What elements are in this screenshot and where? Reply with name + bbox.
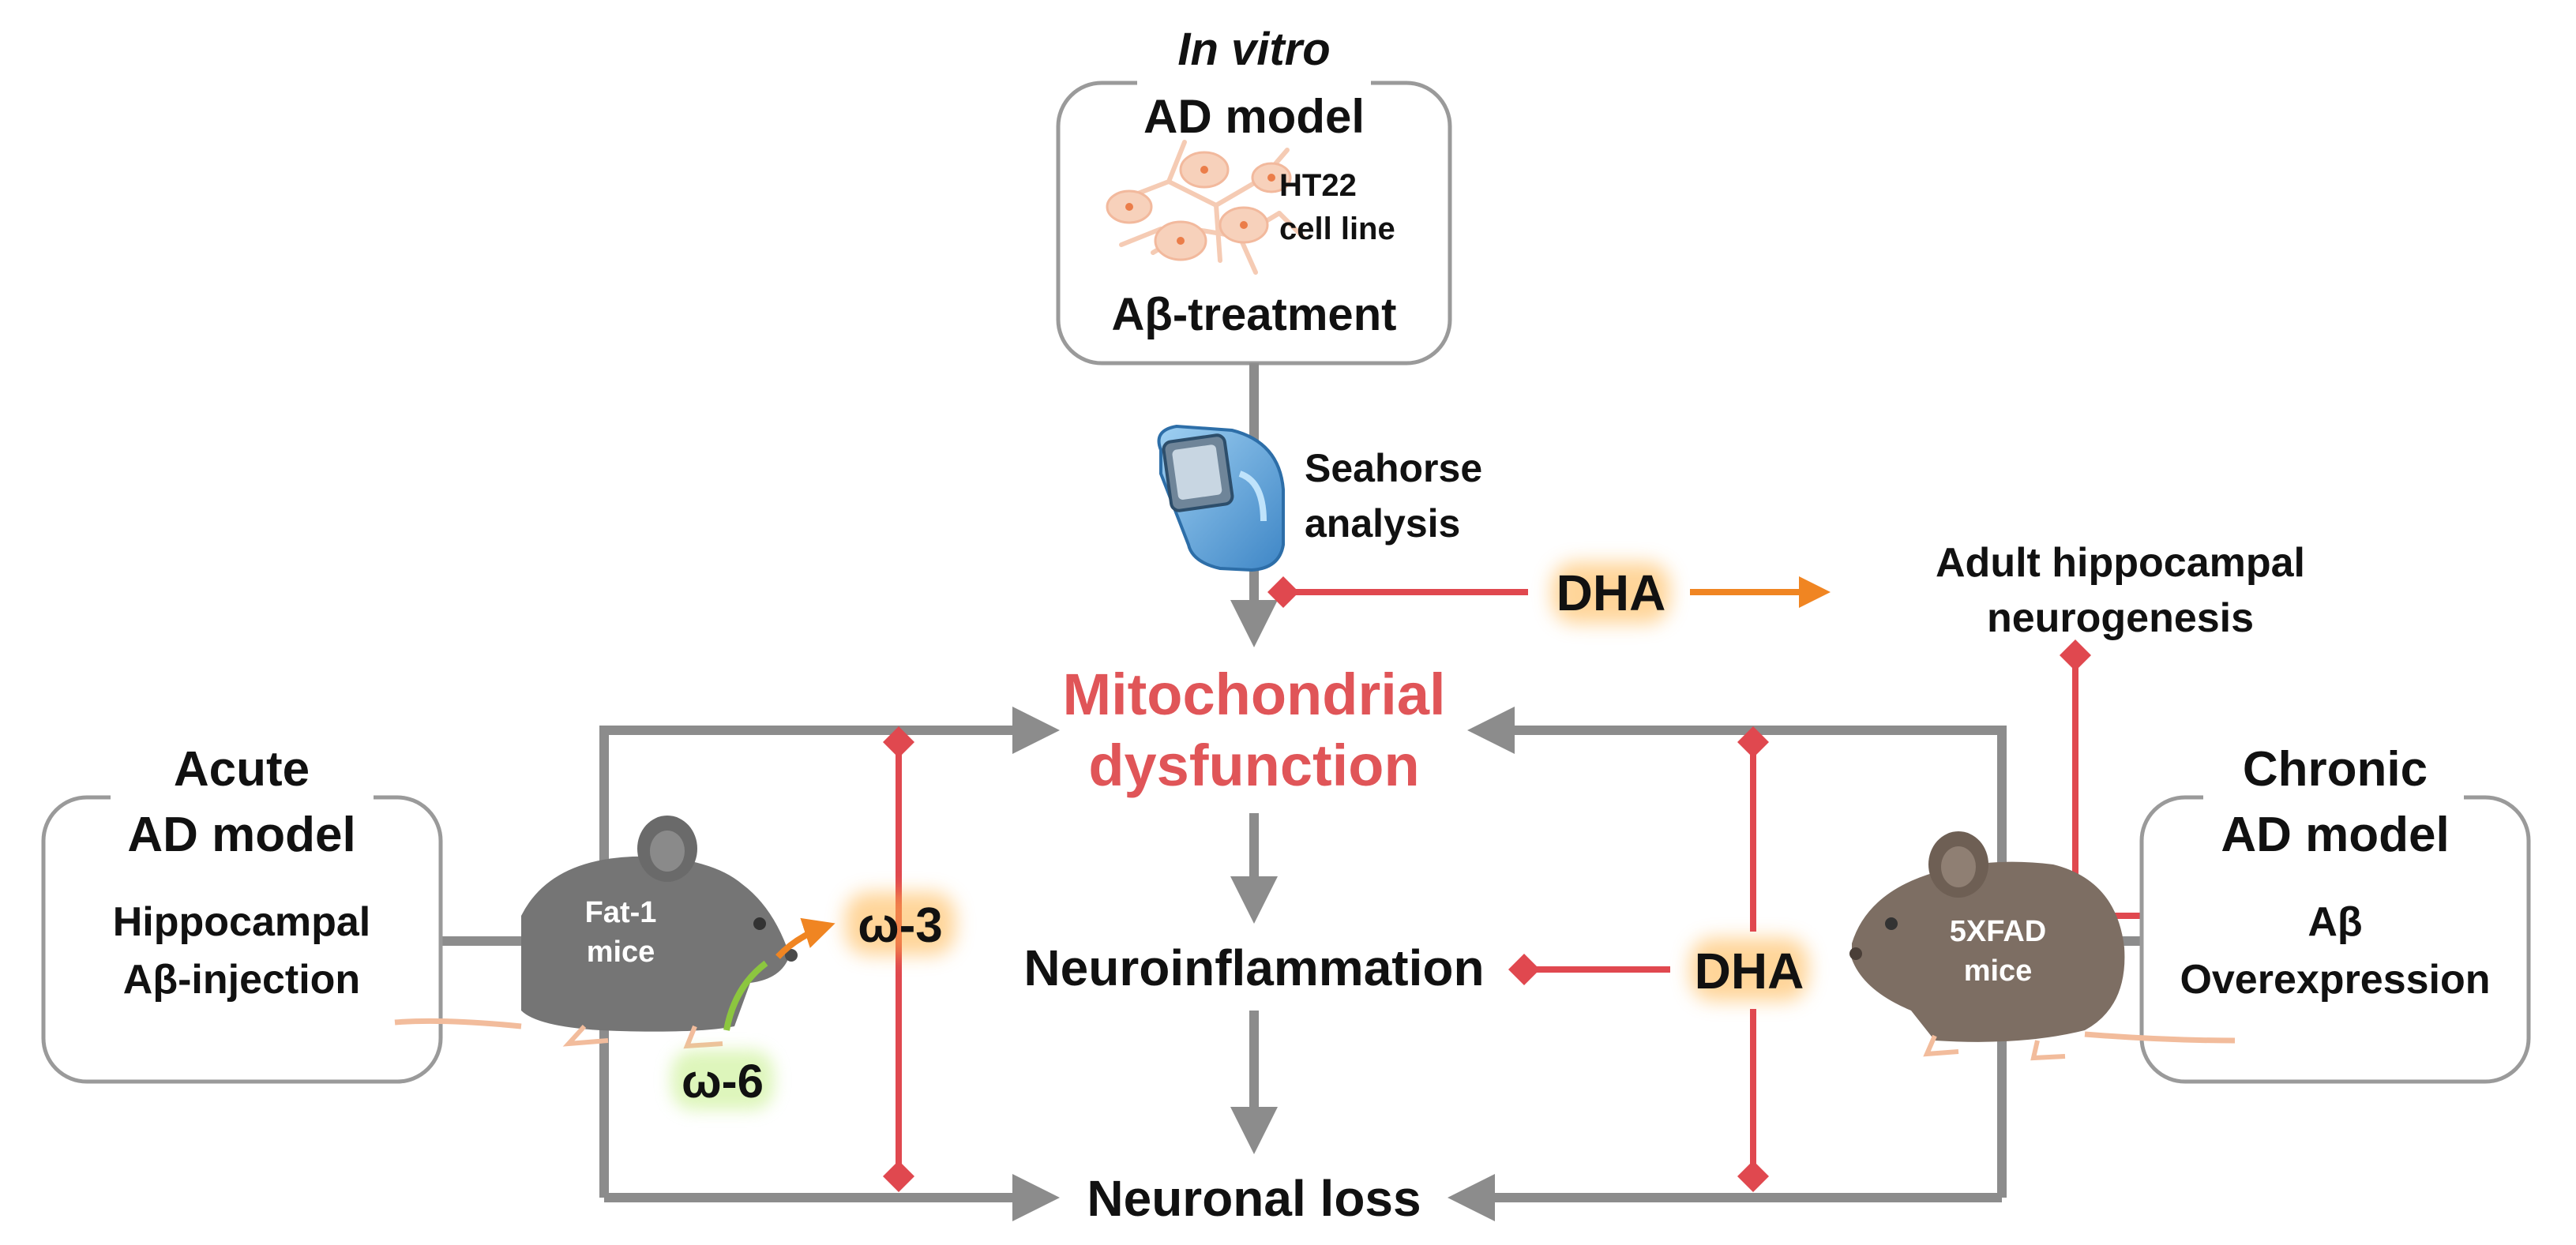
omega3-label: ω-3 — [858, 898, 943, 953]
dha-top-glow — [1552, 562, 1670, 624]
inhibit-5xfad-to-neurogenesis — [2060, 639, 2144, 919]
5xfad-mouse-icon — [1849, 831, 2236, 1061]
neurogenesis-label-2: neurogenesis — [1987, 595, 2254, 641]
acute-model-box — [41, 786, 443, 1084]
ht22-cells-illustration — [1106, 140, 1305, 275]
omega6-conversion-curve — [723, 960, 768, 1031]
mito-label-1: Mitochondrial — [1062, 662, 1445, 727]
fat1-mouse-icon — [394, 816, 798, 1049]
invitro-title: In vitro — [1177, 24, 1330, 75]
seahorse-label-2: analysis — [1305, 501, 1460, 546]
invitro-treatment: Aβ-treatment — [1112, 289, 1397, 340]
omega3-glow — [845, 892, 956, 955]
dha-mid-glow — [1690, 938, 1808, 1001]
cell-line-label-1: HT22 — [1279, 168, 1357, 203]
5xfad-label-2: mice — [1964, 954, 2033, 988]
dha-mid-label: DHA — [1695, 943, 1804, 999]
invitro-subtitle: AD model — [1143, 90, 1365, 143]
cell-line-label-2: cell line — [1279, 212, 1395, 246]
omega3-conversion-arrow — [775, 917, 836, 959]
acute-detail-1: Hippocampal — [113, 899, 371, 945]
acute-detail-2: Aβ-injection — [123, 957, 360, 1003]
neuronal-loss-label: Neuronal loss — [1087, 1170, 1421, 1227]
chronic-detail-2: Overexpression — [2180, 957, 2490, 1003]
arrow-right-bracket-to-mito — [1467, 707, 2007, 1198]
neuroinflammation-label: Neuroinflammation — [1023, 939, 1484, 996]
omega6-glow — [671, 1050, 774, 1110]
5xfad-label-1: 5XFAD — [1950, 915, 2046, 948]
seahorse-device-icon — [1157, 424, 1285, 572]
acute-title-2: AD model — [127, 808, 355, 862]
chronic-detail-1: Aβ — [2308, 899, 2362, 945]
neurogenesis-label-1: Adult hippocampal — [1936, 540, 2305, 586]
omega6-label: ω-6 — [682, 1055, 764, 1108]
mito-label-2: dysfunction — [1088, 733, 1419, 798]
dha-top-label: DHA — [1556, 564, 1666, 621]
chronic-title-1: Chronic — [2243, 742, 2428, 797]
chronic-model-box — [2139, 786, 2531, 1084]
acute-title-1: Acute — [174, 742, 310, 797]
fat1-label-2: mice — [587, 936, 655, 969]
chronic-title-2: AD model — [2221, 808, 2449, 862]
seahorse-label-1: Seahorse — [1305, 446, 1482, 490]
fat1-label-1: Fat-1 — [585, 896, 657, 929]
